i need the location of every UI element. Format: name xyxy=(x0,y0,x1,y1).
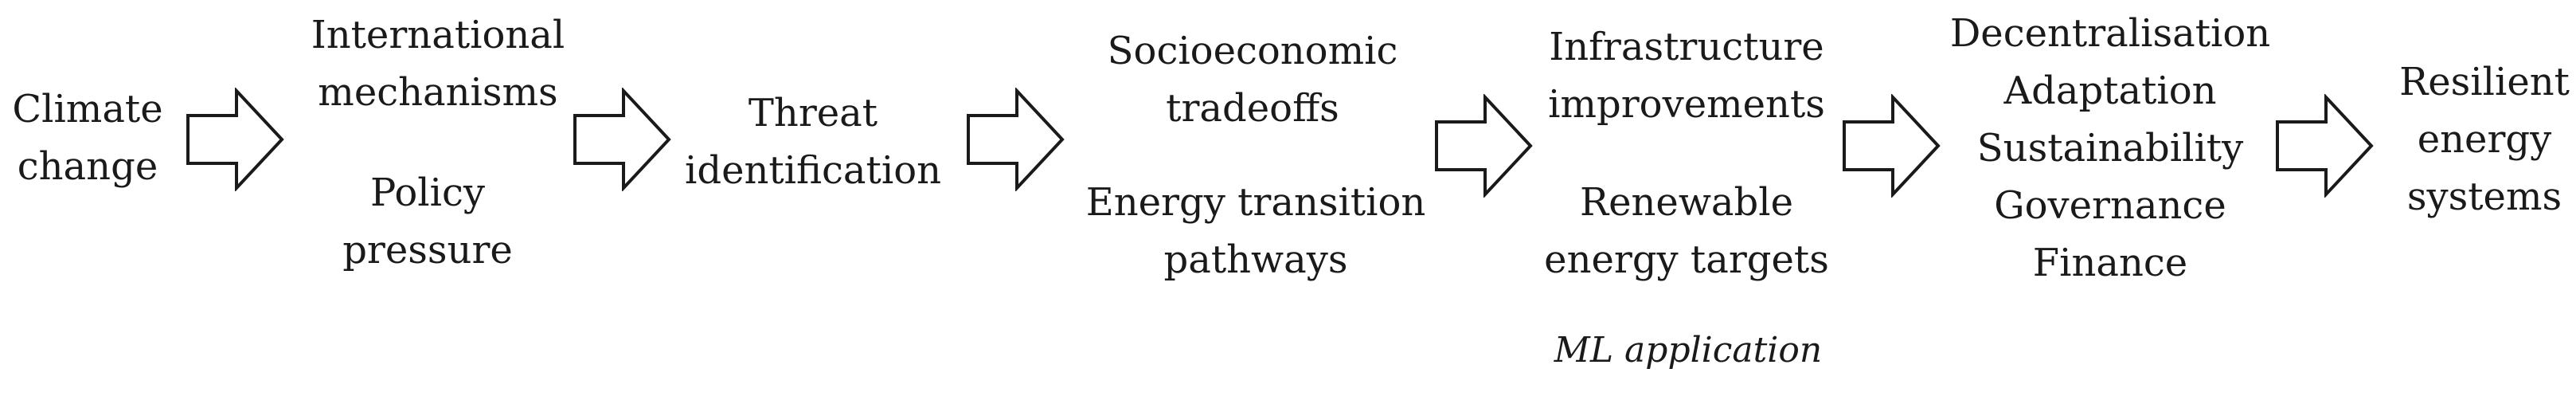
stage-line: Infrastructure xyxy=(1549,25,1824,69)
stage-line: Adaptation xyxy=(2003,69,2217,113)
ml-application-note: ML application xyxy=(1554,322,1822,379)
arrow-shape xyxy=(2276,94,2374,198)
stage-line: Policy xyxy=(370,171,485,215)
flow-arrow-4 xyxy=(1433,94,1534,198)
stage-threat-identification: Threat identification xyxy=(685,84,941,199)
stage-line: Resilient xyxy=(2399,60,2570,104)
stage-line: energy xyxy=(2417,117,2552,162)
stage-line: ML application xyxy=(1554,330,1823,371)
arrow-shape xyxy=(967,88,1065,191)
stage-line: Socioeconomic xyxy=(1107,29,1398,73)
stage-line: change xyxy=(17,144,158,189)
stage-line: identification xyxy=(684,148,942,193)
stage-policy-pressure: Policy pressure xyxy=(342,164,513,279)
stage-line: mechanisms xyxy=(318,70,558,115)
stage-line: Governance xyxy=(1994,183,2226,228)
stage-line: energy targets xyxy=(1544,237,1829,282)
flow-arrow-2 xyxy=(572,88,672,191)
stage-socioeconomic-tradeoffs: Socioeconomic tradeoffs xyxy=(1108,22,1398,137)
flow-arrow-5 xyxy=(1841,94,1941,198)
stage-line: Renewable xyxy=(1579,180,1794,225)
stage-line: tradeoffs xyxy=(1166,86,1339,131)
arrow-shape xyxy=(186,88,284,191)
stage-line: Finance xyxy=(2032,241,2188,285)
arrow-shape xyxy=(1435,94,1533,198)
stage-line: Threat xyxy=(748,91,878,135)
stage-infrastructure-improvements: Infrastructure improvements xyxy=(1548,18,1825,133)
stage-renewable-energy-targets: Renewable energy targets xyxy=(1544,174,1829,288)
stage-line: pressure xyxy=(342,228,513,273)
flow-arrow-6 xyxy=(2274,94,2375,198)
stage-international-mechanisms: International mechanisms xyxy=(311,6,565,121)
stage-resilient-energy-systems: Resilient energy systems xyxy=(2399,53,2570,225)
stage-line: pathways xyxy=(1163,237,1348,282)
stage-line: improvements xyxy=(1548,82,1825,127)
stage-line: International xyxy=(311,13,565,57)
flow-arrow-1 xyxy=(185,88,285,191)
arrow-shape xyxy=(1843,94,1941,198)
stage-line: Climate xyxy=(12,87,163,131)
stage-energy-transition-pathways: Energy transition pathways xyxy=(1086,174,1426,288)
stage-climate-change: Climate change xyxy=(12,80,162,195)
stage-line: Sustainability xyxy=(1976,126,2244,171)
flow-arrow-3 xyxy=(965,88,1065,191)
arrow-shape xyxy=(573,88,671,191)
stage-themes: Decentralisation Adaptation Sustainabili… xyxy=(1950,5,2270,292)
stage-line: systems xyxy=(2406,175,2562,219)
stage-line: Decentralisation xyxy=(1949,11,2271,56)
stage-line: Energy transition xyxy=(1085,180,1426,225)
